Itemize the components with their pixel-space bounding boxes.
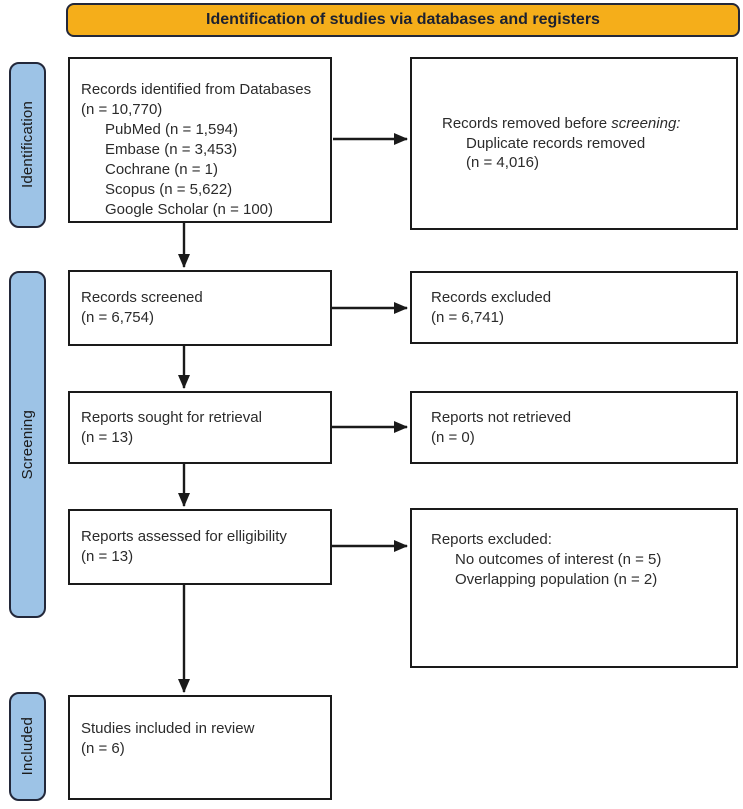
- text-line: (n = 13): [81, 428, 134, 446]
- text-line: Cochrane (n = 1): [105, 160, 218, 178]
- text-segment-italic: screening:: [611, 114, 681, 132]
- text-line: Reports excluded:: [431, 531, 552, 548]
- phase-label-screening-text: Screening: [19, 409, 36, 480]
- box-reports-sought: Reports sought for retrieval (n = 13): [68, 391, 332, 464]
- text-line: Records screened: [81, 289, 203, 307]
- diagram-header: Identification of studies via databases …: [66, 3, 740, 37]
- text-line: (n = 6,754): [81, 309, 154, 326]
- box-studies-included: Studies included in review (n = 6): [68, 695, 332, 800]
- text-line: Records removed before screening:: [442, 114, 736, 134]
- text-line: Reports sought for retrieval: [81, 408, 262, 426]
- phase-label-included-text: Included: [19, 717, 36, 776]
- phase-label-identification: Identification: [9, 62, 46, 228]
- phase-label-included: Included: [9, 692, 46, 801]
- box-reports-assessed: Reports assessed for elligibility (n = 1…: [68, 509, 332, 585]
- text-line: Overlapping population (n = 2): [455, 570, 658, 588]
- text-line: (n = 13): [81, 548, 134, 565]
- text-line: Embase (n = 3,453): [105, 140, 238, 158]
- text-line: Scopus (n = 5,622): [105, 180, 233, 198]
- text-line: (n = 10,770): [81, 100, 163, 118]
- box-reports-not-retrieved: Reports not retrieved (n = 0): [410, 391, 738, 464]
- text-segment: Records removed before: [442, 114, 612, 132]
- text-line: No outcomes of interest (n = 5): [455, 550, 662, 568]
- text-line: (n = 0): [431, 428, 475, 446]
- box-records-identified: Records identified from Databases (n = 1…: [68, 57, 332, 223]
- phase-label-identification-text: Identification: [19, 101, 36, 189]
- box-records-removed: Records removed before screening: Duplic…: [410, 57, 738, 230]
- text-line: Records excluded: [431, 288, 552, 306]
- text-line: (n = 6): [81, 739, 125, 757]
- text-line: Duplicate records removed: [466, 134, 646, 152]
- text-line: Google Scholar (n = 100): [105, 200, 274, 218]
- text-line: Reports assessed for elligibility: [81, 528, 287, 546]
- text-line: PubMed (n = 1,594): [105, 120, 239, 138]
- diagram-title: Identification of studies via databases …: [206, 11, 600, 28]
- phase-label-screening: Screening: [9, 271, 46, 618]
- box-reports-excluded: Reports excluded: No outcomes of interes…: [410, 508, 738, 668]
- text-line: Reports not retrieved: [431, 408, 572, 426]
- box-records-excluded: Records excluded (n = 6,741): [410, 271, 738, 344]
- text-line: (n = 4,016): [466, 154, 539, 172]
- box-records-screened: Records screened (n = 6,754): [68, 270, 332, 346]
- text-line: (n = 6,741): [431, 308, 504, 326]
- text-line: Records identified from Databases: [81, 81, 312, 98]
- text-line: Studies included in review: [81, 720, 255, 737]
